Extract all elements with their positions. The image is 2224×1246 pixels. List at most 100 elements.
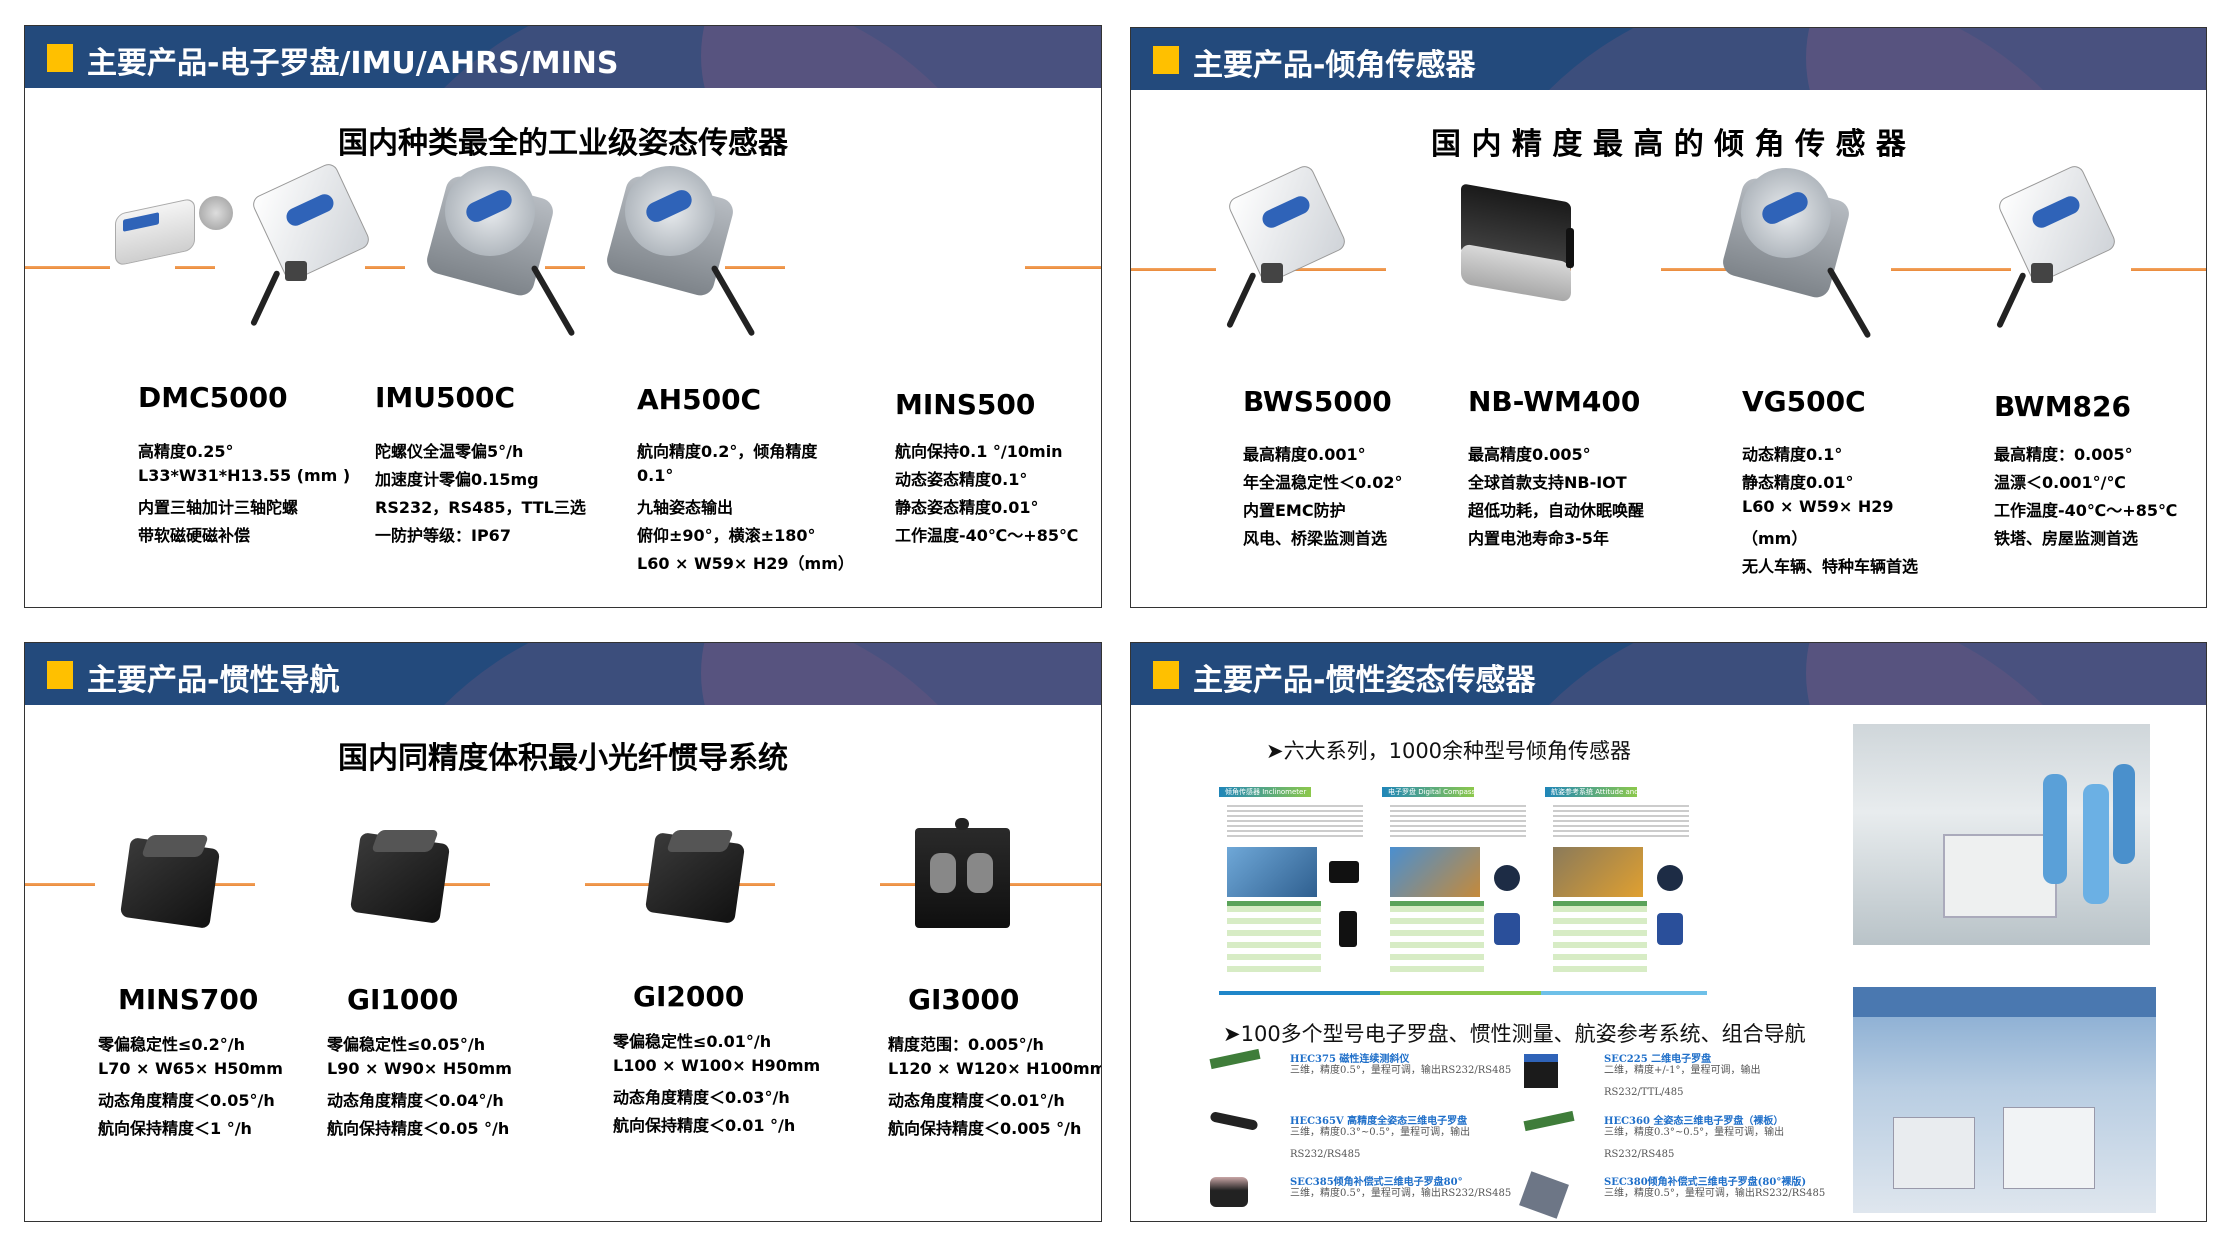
factory-photo-cleanroom	[1853, 724, 2150, 945]
product-desc: RS232/TTL/485	[1604, 1087, 1684, 1098]
product-spec: 内置电池寿命3-5年	[1468, 529, 1609, 548]
product-desc: 三维，精度0.5°，量程可调，输出RS232/RS485	[1290, 1188, 1512, 1199]
product-spec: 最高精度0.001°	[1243, 445, 1366, 464]
product-spec: 动态角度精度＜0.04°/h	[327, 1091, 504, 1110]
product-name: NB-WM400	[1468, 385, 1641, 418]
product-spec: 零偏稳定性≤0.05°/h	[327, 1035, 486, 1054]
brochure-column-ahrs: 航姿参考系统 Attitude and Heading Reference Sy…	[1545, 781, 1695, 987]
connector-line	[195, 883, 255, 886]
product-spec: 加速度计零偏0.15mg	[375, 470, 539, 489]
product-desc: 二维，精度+/-1°，量程可调，输出	[1604, 1065, 1761, 1076]
panel-inclinometer: 主要产品-倾角传感器 国 内 精 度 最 高 的 倾 角 传 感 器 BWS50…	[1130, 27, 2207, 608]
panel-title: 主要产品-电子罗盘/IMU/AHRS/MINS	[87, 46, 619, 81]
product-spec: 最高精度：0.005°	[1994, 445, 2133, 464]
product-spec: 动态姿态精度0.1°	[895, 470, 1028, 489]
product-spec: 工作温度-40℃～+85℃	[1994, 501, 2178, 520]
product-spec: L60 × W59× H29	[1742, 497, 1894, 516]
panel-subtitle: 国内种类最全的工业级姿态传感器	[338, 126, 788, 161]
product-name: GI1000	[347, 983, 459, 1016]
product-brochure: 倾角传感器 Inclinometer 电子罗盘 Digital Compasse…	[1219, 781, 1707, 995]
product-spec: 动态精度0.1°	[1742, 445, 1843, 464]
product-spec: 航向精度0.2°，倾角精度	[637, 442, 818, 461]
product-spec: 工作温度-40℃～+85℃	[895, 526, 1079, 545]
factory-photo-lab	[1853, 987, 2156, 1213]
series-bullet: ➤六大系列，1000余种型号倾角传感器	[1266, 739, 1632, 763]
product-spec: L90 × W90× H50mm	[327, 1059, 512, 1078]
product-link[interactable]: HEC360 全姿态三维电子罗盘（裸板）	[1604, 1116, 1784, 1127]
brochure-tag: 航姿参考系统 Attitude and Heading Reference Sy…	[1545, 787, 1637, 797]
product-name: BWM826	[1994, 390, 2132, 423]
panel-header: 主要产品-惯性姿态传感器	[1131, 643, 2206, 705]
brochure-column-compass: 电子罗盘 Digital Compasses	[1382, 781, 1532, 987]
product-spec: 航向保持精度＜1 °/h	[98, 1119, 252, 1138]
product-spec: 航向保持精度＜0.05 °/h	[327, 1119, 510, 1138]
connector-line	[1891, 268, 2011, 271]
product-link[interactable]: SEC385倾角补偿式三维电子罗盘80°	[1290, 1177, 1463, 1188]
product-name: BWS5000	[1243, 385, 1392, 418]
product-spec: 零偏稳定性≤0.01°/h	[613, 1032, 772, 1051]
panel-header: 主要产品-惯性导航	[25, 643, 1101, 705]
product-desc: 三维，精度0.5°，量程可调，输出RS232/RS485	[1290, 1065, 1512, 1076]
panel-subtitle: 国内同精度体积最小光纤惯导系统	[338, 741, 788, 776]
product-name: GI2000	[633, 980, 745, 1013]
product-spec: 高精度0.25°	[138, 442, 234, 461]
product-link[interactable]: HEC365V 高精度全姿态三维电子罗盘	[1290, 1116, 1468, 1127]
product-spec: 内置三轴加计三轴陀螺	[138, 498, 299, 517]
connector-line	[1131, 268, 1216, 271]
product-spec: 陀螺仪全温零偏5°/h	[375, 442, 524, 461]
connector-line	[1286, 268, 1386, 271]
product-spec: L120 × W120× H100mm	[888, 1059, 1102, 1078]
panel-subtitle: 国 内 精 度 最 高 的 倾 角 传 感 器	[1431, 127, 1906, 162]
accent-square	[47, 44, 73, 72]
product-link[interactable]: SEC225 二维电子罗盘	[1604, 1054, 1712, 1065]
product-name: IMU500C	[375, 381, 516, 414]
product-desc: 三维，精度0.5°，量程可调，输出RS232/RS485	[1604, 1188, 1826, 1199]
product-spec: L33*W31*H13.55 (mm )	[138, 466, 351, 485]
product-spec: 静态姿态精度0.01°	[895, 498, 1039, 517]
brochure-tag: 倾角传感器 Inclinometer	[1219, 787, 1311, 797]
product-spec: RS232，RS485，TTL三选	[375, 498, 586, 517]
product-spec: 航向保持精度＜0.005 °/h	[888, 1119, 1082, 1138]
product-spec: 0.1°	[637, 466, 674, 485]
panel-title: 主要产品-倾角传感器	[1193, 48, 1476, 83]
panel-title: 主要产品-惯性姿态传感器	[1193, 663, 1536, 698]
product-desc: RS232/RS485	[1290, 1149, 1361, 1160]
product-spec: L70 × W65× H50mm	[98, 1059, 283, 1078]
product-spec: 俯仰±90°，横滚±180°	[637, 526, 816, 545]
product-desc: RS232/RS485	[1604, 1149, 1675, 1160]
product-desc: 三维，精度0.3°~0.5°，量程可调，输出	[1604, 1127, 1785, 1138]
product-thumbnail	[1524, 1054, 1558, 1088]
connector-line	[25, 266, 110, 269]
product-link[interactable]: HEC375 磁性连续测斜仪	[1290, 1054, 1410, 1065]
product-spec: 航向保持0.1 °/10min	[895, 442, 1063, 461]
product-spec: 超低功耗，自动休眠唤醒	[1468, 501, 1645, 520]
product-name: GI3000	[908, 983, 1020, 1016]
connector-line	[725, 266, 785, 269]
product-spec: 九轴姿态输出	[637, 498, 734, 517]
product-name: MINS700	[118, 983, 259, 1016]
product-spec: 温漂＜0.001°/℃	[1994, 473, 2126, 492]
connector-line	[25, 883, 95, 886]
product-spec: L100 × W100× H90mm	[613, 1056, 821, 1075]
product-thumbnail	[1210, 1177, 1248, 1207]
product-spec: 内置EMC防护	[1243, 501, 1346, 520]
accent-square	[1153, 46, 1179, 74]
product-spec: 年全温稳定性＜0.02°	[1243, 473, 1403, 492]
connector-line	[2131, 268, 2206, 271]
brochure-column-inclinometer: 倾角传感器 Inclinometer	[1219, 781, 1369, 987]
connector-line	[175, 266, 215, 269]
product-spec: 静态精度0.01°	[1742, 473, 1854, 492]
product-link[interactable]: SEC380倾角补偿式三维电子罗盘(80°裸版)	[1604, 1177, 1807, 1188]
connector-line	[365, 266, 405, 269]
models-bullet: ➤100多个型号电子罗盘、惯性测量、航姿参考系统、组合导航	[1223, 1022, 1806, 1046]
product-spec: 带软磁硬磁补偿	[138, 526, 251, 545]
brochure-tag: 电子罗盘 Digital Compasses	[1382, 787, 1474, 797]
product-spec: 无人车辆、特种车辆首选	[1742, 557, 1919, 576]
panel-inertial-navigation: 主要产品-惯性导航 国内同精度体积最小光纤惯导系统 MINS700 零偏稳定性≤0…	[24, 642, 1102, 1222]
connector-line	[1025, 266, 1101, 269]
product-spec: 动态角度精度＜0.05°/h	[98, 1091, 275, 1110]
product-spec: 航向保持精度＜0.01 °/h	[613, 1116, 796, 1135]
product-spec: L60 × W59× H29（mm）	[637, 554, 854, 573]
product-spec: 动态角度精度＜0.03°/h	[613, 1088, 790, 1107]
product-spec: 全球首款支持NB-IOT	[1468, 473, 1627, 492]
